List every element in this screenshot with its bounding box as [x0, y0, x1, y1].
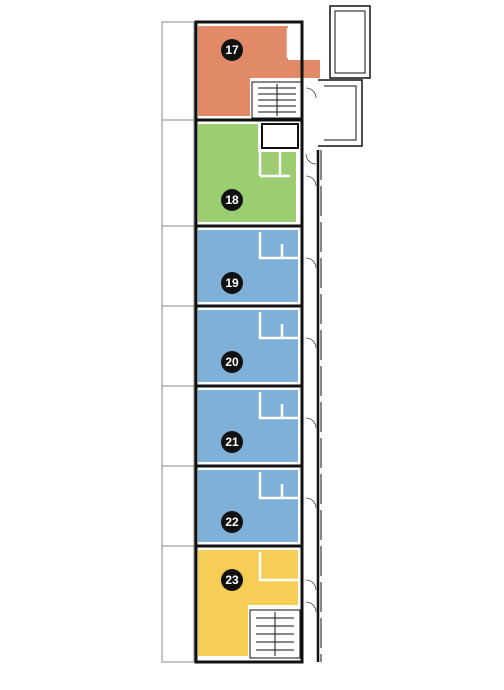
unit-21-area	[198, 390, 298, 462]
unit-22-number: 22	[225, 515, 239, 529]
unit-17-number: 17	[225, 43, 239, 57]
unit-22-badge: 22	[221, 511, 243, 533]
unit-21-number: 21	[225, 435, 239, 449]
unit-17-badge: 17	[221, 39, 243, 61]
balcony-strip	[161, 21, 195, 663]
core-box	[261, 123, 299, 149]
staircase-top	[251, 81, 303, 119]
unit-badges: 17 18 19 20 21 22 23	[221, 39, 243, 591]
unit-21-badge: 21	[221, 431, 243, 453]
unit-22-area	[198, 470, 298, 542]
unit-18-badge: 18	[221, 189, 243, 211]
unit-20-badge: 20	[221, 351, 243, 373]
unit-20-area	[198, 310, 298, 382]
unit-20-number: 20	[225, 355, 239, 369]
party-walls	[196, 118, 302, 548]
unit-23-number: 23	[225, 573, 239, 587]
unit-18-area	[198, 124, 296, 222]
unit-18-number: 18	[225, 193, 239, 207]
unit-19-number: 19	[225, 276, 239, 290]
staircase-bottom	[249, 609, 301, 659]
unit-19-badge: 19	[221, 272, 243, 294]
corridor	[300, 22, 322, 662]
terrace-projection	[318, 5, 371, 147]
doors	[305, 87, 317, 613]
outer-walls	[194, 20, 304, 664]
unit-19-area	[198, 230, 298, 302]
interior-partitions	[258, 28, 300, 582]
unit-23-badge: 23	[221, 569, 243, 591]
